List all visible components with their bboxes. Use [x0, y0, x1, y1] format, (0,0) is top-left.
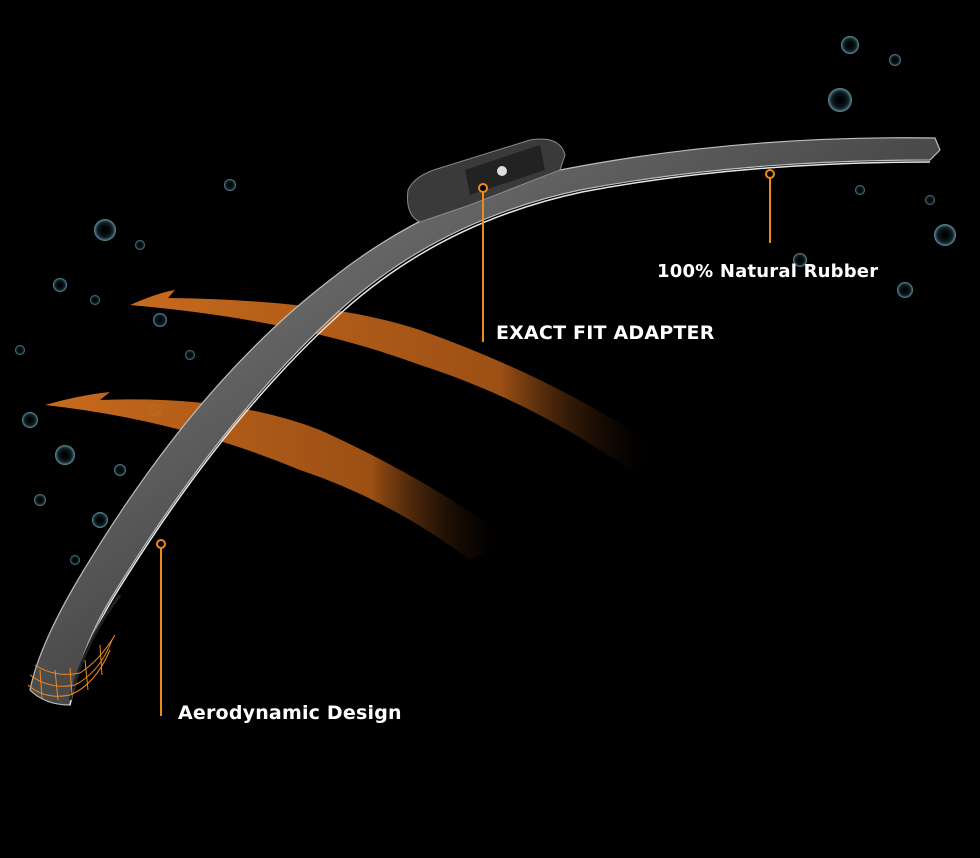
callout-aero: [156, 539, 166, 716]
callout-rubber: [765, 169, 775, 243]
adapter-clip: [407, 138, 566, 223]
airflow-arrows: [45, 290, 660, 560]
wiper-blade: [29, 137, 941, 706]
aerodynamic-design-label: Aerodynamic Design: [178, 702, 402, 724]
aero-mesh: [27, 634, 116, 701]
water-droplets: [15, 36, 956, 565]
exact-fit-adapter-label: EXACT FIT ADAPTER: [496, 322, 715, 344]
callout-adapter: [478, 183, 488, 342]
natural-rubber-label: 100% Natural Rubber: [657, 261, 879, 282]
